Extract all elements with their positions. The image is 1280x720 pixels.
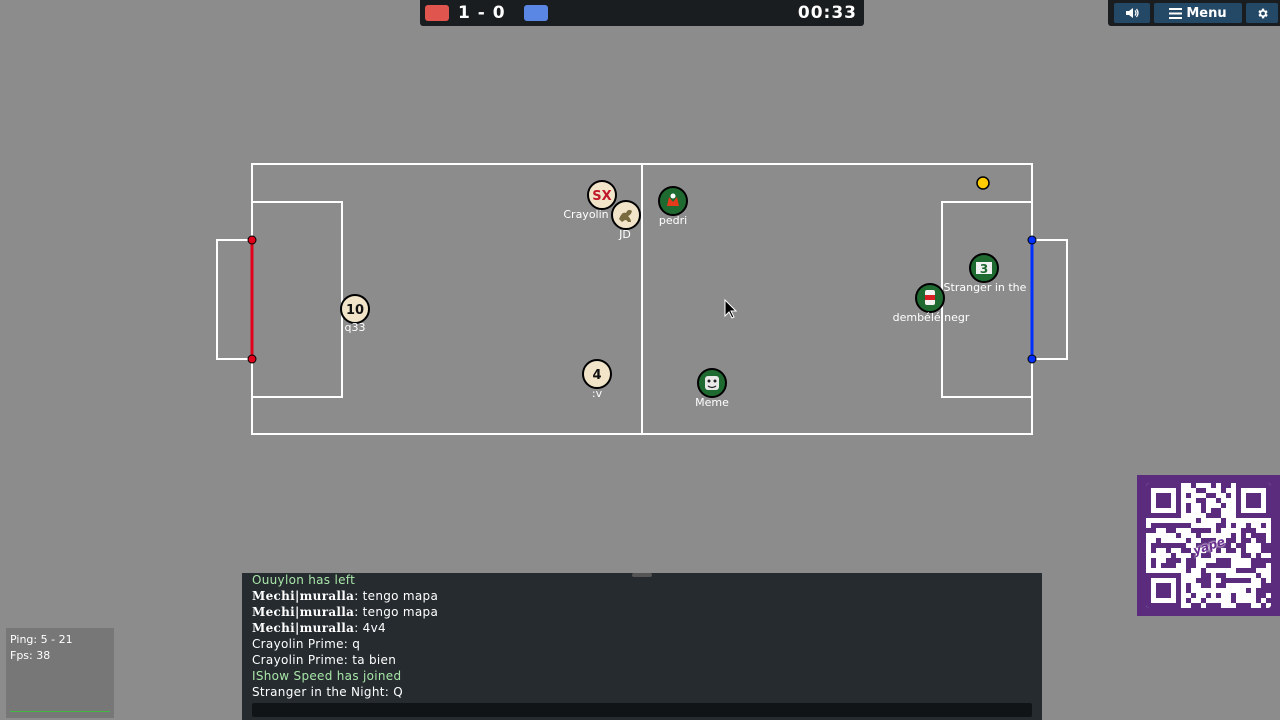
network-stats: Ping: 5 - 21 Fps: 38	[6, 628, 114, 718]
qr-code: yape	[1146, 483, 1271, 608]
ball	[976, 176, 990, 190]
red-goal-post	[247, 235, 257, 245]
red-goal-post	[247, 354, 257, 364]
gear-icon	[1257, 8, 1268, 18]
match-timer: 00:33	[797, 3, 857, 23]
qr-code-icon	[1146, 483, 1271, 608]
mouse-cursor-icon	[724, 298, 738, 319]
player-name-crayolin: Crayolin	[563, 208, 608, 221]
player-q33: 10 q33	[340, 294, 370, 334]
right-penalty-box	[941, 201, 1033, 398]
player-meme: Meme	[695, 368, 729, 409]
chat-input[interactable]	[252, 703, 1032, 717]
chat-line: Mechi|muralla: tengo mapa	[252, 605, 439, 619]
chat-log[interactable]: Ouuylon has left Mechi|muralla: tengo ma…	[252, 573, 1032, 699]
player-avatar: SX	[592, 189, 611, 204]
scoreboard: 1 - 0 00:33	[420, 0, 864, 26]
jd-avatar-icon	[619, 209, 632, 222]
menu-button[interactable]: Menu	[1154, 3, 1242, 23]
player-name: Stranger in the	[944, 281, 1027, 294]
chat-line: Crayolin Prime: ta bien	[252, 653, 397, 667]
chat-panel: Ouuylon has left Mechi|muralla: tengo ma…	[242, 573, 1042, 720]
blue-goal-post	[1027, 235, 1037, 245]
menu-label: Menu	[1186, 5, 1227, 21]
ping-readout: Ping: 5 - 21	[10, 633, 73, 646]
player-avatar: 4	[592, 368, 601, 383]
score-display: 1 - 0	[458, 3, 506, 23]
player-pedri: pedri	[658, 186, 688, 227]
speaker-icon	[1126, 8, 1139, 18]
hamburger-icon	[1169, 7, 1183, 19]
settings-button[interactable]	[1246, 3, 1278, 23]
player-avatar: 3	[980, 262, 988, 276]
blue-goal-post	[1027, 354, 1037, 364]
player-name: q33	[345, 321, 366, 334]
ping-graph	[10, 711, 110, 712]
blue-team-swatch	[524, 5, 548, 21]
player-jd: JD	[611, 200, 641, 241]
player-name: dembélé negr	[893, 311, 970, 324]
player-dembele: dembélé negr	[893, 283, 970, 324]
chat-line: IShow Speed has joined	[252, 669, 402, 683]
left-goal-net	[216, 239, 252, 360]
chat-line: Mechi|muralla: tengo mapa	[252, 589, 439, 603]
player-name: JD	[618, 228, 631, 241]
player-v: 4 :v	[582, 359, 612, 400]
pedri-avatar-icon	[667, 197, 679, 206]
right-goal-net	[1032, 239, 1068, 360]
player-avatar: 10	[346, 303, 364, 318]
top-toolbar: Menu	[1108, 0, 1280, 26]
chat-line: Stranger in the Night: Q	[252, 685, 403, 699]
chat-line: Crayolin Prime: q	[252, 637, 361, 651]
player-name: :v	[592, 387, 603, 400]
player-name: Meme	[695, 396, 729, 409]
player-stranger: 3 Stranger in the	[944, 253, 1027, 294]
red-team-swatch	[425, 5, 449, 21]
player-sx: SX	[587, 180, 617, 210]
chat-line: Mechi|muralla: 4v4	[252, 621, 386, 635]
fps-readout: Fps: 38	[10, 649, 51, 662]
sponsor-qr-panel: yape	[1137, 475, 1280, 616]
sound-button[interactable]	[1114, 3, 1150, 23]
chat-line: Ouuylon has left	[252, 573, 356, 587]
left-penalty-box	[251, 201, 343, 398]
chat-resize-handle[interactable]	[632, 573, 652, 577]
player-name: pedri	[659, 214, 687, 227]
